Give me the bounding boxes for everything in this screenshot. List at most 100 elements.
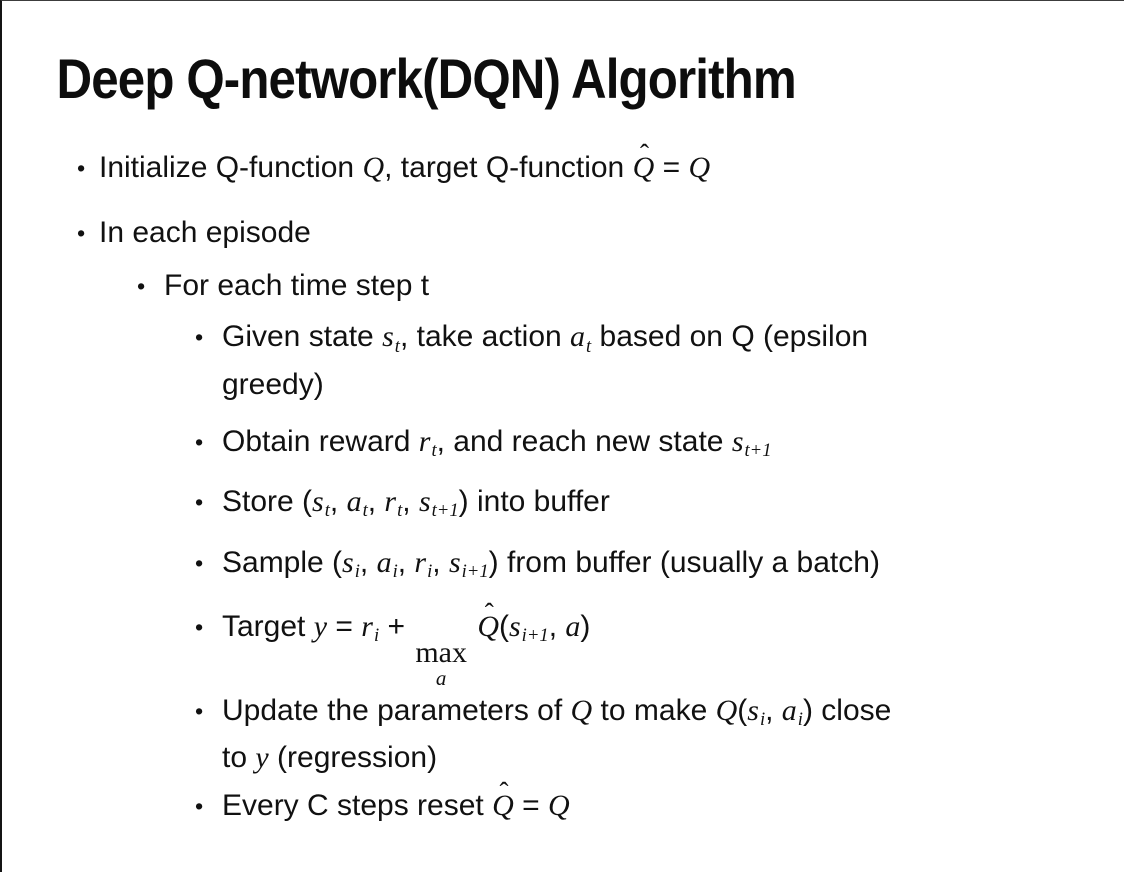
text-run: Target [222,610,314,644]
text-run: Obtain reward [222,424,419,458]
bullet-marker: • [195,793,204,820]
bullet-marker: • [137,273,146,300]
text-run: Update the parameters of [222,694,571,728]
bullet-text: Initialize Q-function Q, target Q-functi… [99,139,1074,187]
bullet-marker: • [195,428,204,455]
math-subscript: i+1 [521,625,549,647]
bullet-item: • Initialize Q-function Q, target Q-funct… [64,139,1074,187]
math-subscript: i+1 [461,561,489,583]
bullet-text: Update the parameters of Q to make Q(si,… [222,692,1074,777]
math-symbol: a [565,610,581,644]
text-run [469,610,477,643]
math-symbol: Q [570,694,593,728]
math-symbol: at [570,320,592,357]
math-symbol: ri [361,610,380,647]
math-symbol: st+1 [731,424,772,461]
bullet-item: • In each episode [64,214,1074,252]
text-run: ( [737,694,748,728]
bullet-item: • Given state st, take action at based on… [64,318,1074,403]
bullet-item: •Update the parameters of Q to make Q(si… [64,692,1074,777]
bullet-marker: • [77,220,86,247]
text-run: , [359,546,377,579]
math-subscript: i [797,709,803,731]
text-run: , [329,484,347,518]
bullet-item: • For each time step t [64,267,1074,305]
math-subscript: i [354,561,360,583]
bullet-marker: • [77,155,86,182]
math-symbol: Q [715,694,738,728]
math-symbol: rt [418,424,437,461]
math-subscript: t [394,335,400,357]
text-run: to make [592,694,716,728]
text-run: , [402,484,419,518]
math-symbol: si+1 [508,610,549,647]
text-run: , and reach new state [436,424,732,458]
text-run: ) from buffer (usually a batch) [488,546,880,579]
math-symbol: at [346,484,368,521]
bullet-item: • Sample (si, ai, ri, si+1) from buffer (… [64,544,1074,591]
text-run: ( [498,610,509,644]
text-run: Store ( [222,484,313,518]
text-run: based on Q (epsilon [591,320,869,354]
text-run: Every C steps reset [222,789,493,823]
text-run: = [513,789,548,823]
bullet-marker: • [195,488,204,515]
math-symbol: Q [547,789,570,823]
text-run: For each time step t [164,269,430,303]
slide-title: Deep Q-network(DQN) Algorithm [56,47,797,110]
text-run: , [765,694,782,728]
hat-accent: ˆ [639,139,649,170]
math-symbol: si+1 [448,546,489,583]
text-run: greedy) [222,367,324,401]
math-symbol: st [312,484,330,521]
text-run: , [367,484,385,518]
math-subscript: i [392,561,398,583]
bullet-text: Obtain reward rt, and reach new state st… [222,423,1074,470]
bullet-marker: • [195,614,204,641]
math-subscript: t [397,500,403,521]
hat-accent: ˆ [484,598,494,629]
math-symbol: Q [688,151,711,185]
math-subscript: t [586,335,592,357]
math-symbol: ai [376,546,398,583]
text-run: + [379,610,414,644]
math-subscript: t+1 [744,439,772,461]
math-symbol: st+1 [418,484,459,521]
text-run: , [397,546,415,579]
math-symbol: y [255,741,269,775]
math-subscript: i [759,709,766,731]
math-subscript: i [427,561,433,583]
text-run: , take action [399,320,571,354]
text-run: = [327,610,362,644]
math-subscript: t [431,439,437,461]
math-symbol: y [313,610,328,644]
text-run: = [654,151,689,185]
text-run: ) into buffer [458,484,610,518]
hat-accent: ˆ [499,777,509,808]
math-symbol: Q [362,151,385,185]
bullet-text: Given state st, take action at based on … [222,318,1074,403]
bullet-text: Sample (si, ai, ri, si+1) from buffer (u… [222,544,1074,591]
math-symbol: st [382,320,400,357]
bullet-text: In each episode [99,214,1074,252]
bullet-marker: • [195,324,204,351]
math-symbol: rt [384,484,403,521]
text-run: Given state [222,320,383,354]
text-run: ) close [802,694,892,728]
bullet-item: • Store (st, at, rt, st+1) into buffer [64,483,1074,530]
math-symbol: ri [414,546,433,583]
math-subscript: t [324,500,330,521]
bullet-text: Store (st, at, rt, st+1) into buffer [222,483,1074,530]
bullet-marker: • [195,550,204,576]
bullet-list: • Initialize Q-function Q, target Q-funct… [2,139,1124,825]
text-run: , target Q-function [384,151,633,185]
text-run: In each episode [99,216,311,250]
